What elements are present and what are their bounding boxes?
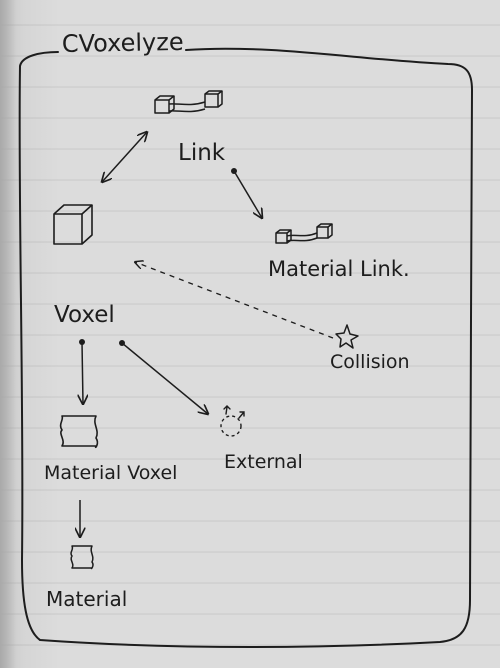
edge-voxel-material-voxel <box>82 341 83 404</box>
cube-icon <box>53 204 93 245</box>
collision-label: Collision <box>330 351 410 373</box>
material-label: Material <box>46 587 127 611</box>
material-voxel-label: Material Voxel <box>44 462 177 484</box>
collision-star-icon <box>335 324 359 349</box>
external-label: External <box>224 451 303 473</box>
external-force-icon <box>220 405 245 437</box>
edge-link-material-link <box>233 170 262 218</box>
material-icon <box>70 545 94 570</box>
edge-link-voxel <box>102 132 147 182</box>
link-label: Link <box>178 140 226 166</box>
edge-voxel-external <box>121 342 208 414</box>
voxel-label: Voxel <box>54 302 115 328</box>
outer-frame <box>18 47 474 648</box>
link-beam-icon <box>154 90 223 114</box>
material-link-label: Material Link. <box>268 257 410 281</box>
material-voxel-icon <box>59 415 99 449</box>
page-edge-shadow <box>0 0 16 668</box>
material-link-icon <box>275 223 333 244</box>
diagram-title: CVoxelyze <box>62 28 184 58</box>
